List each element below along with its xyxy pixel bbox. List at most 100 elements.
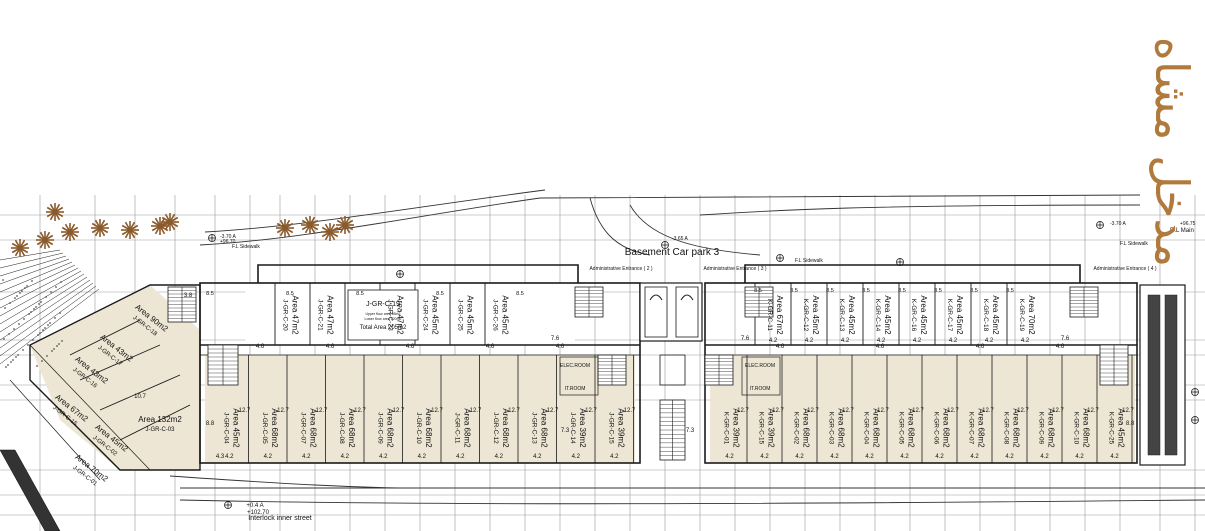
level-marker-icon [224, 501, 232, 509]
unit-area-bottom-left: Area 68m2 [347, 408, 356, 448]
shop-fill-bottom-right [710, 355, 1135, 463]
gravel-dot [56, 345, 58, 347]
dim-bottom-right: 4.2 [935, 454, 944, 460]
marker-cross [661, 241, 669, 249]
level-marker-icon [661, 241, 669, 249]
dim-depth-right: 12.7 [807, 408, 819, 414]
dim-bottom-left: 4.2 [225, 454, 234, 460]
dim-depth-left: 12.7 [354, 408, 366, 414]
dim-76: 7.6 [1061, 336, 1070, 342]
gravel-dot [39, 332, 41, 334]
unit-id-bottom-right: K-GR-C-08 [1003, 412, 1010, 445]
gravel-dot [61, 340, 63, 342]
dim-top-right-2: 8.5 [970, 288, 978, 294]
dim-depth-left: 12.7 [547, 408, 559, 414]
dim-top-right: 4.2 [1021, 338, 1030, 344]
dim-depth-right: 12.7 [1017, 408, 1029, 414]
tree-trunk [283, 226, 287, 230]
unit-area-bottom-left: Area 68m2 [424, 408, 433, 448]
admin-entrance-2: Administrative Entrance ( 2 ) [589, 266, 652, 272]
dim-corridor: 4.6 [1056, 344, 1065, 350]
level-marker-icon [1096, 221, 1104, 229]
unit-id-bottom-left: J-GR-C-11 [453, 413, 460, 444]
stair-left-bottom [207, 344, 239, 386]
pedestrian-entrance-title: مدخل مشاه [1141, 2, 1203, 302]
tree-icon [11, 239, 29, 257]
gravel-dot [49, 322, 51, 324]
structure [0, 249, 1186, 531]
hatch-line [0, 261, 73, 293]
gravel-dot [58, 343, 60, 345]
unit-area-top-left: Area 45m2 [501, 295, 510, 335]
dim-top-right: 4.2 [877, 338, 886, 344]
diagonal-edge [29, 344, 151, 471]
dim-76: 7.6 [551, 336, 560, 342]
gravel-dot [24, 287, 26, 289]
gravel-dot [30, 311, 32, 313]
dim-bottom-left: 4.2 [379, 454, 388, 460]
unit-area-top-left: Area 47m2 [326, 295, 335, 335]
unit-id-bottom-left: J-GR-C-05 [261, 412, 268, 444]
level-a: -3.70 A [220, 234, 237, 240]
gravel-dot [15, 356, 17, 358]
shop-units [30, 283, 1135, 470]
unit-id-bottom-right: K-GR-C-10 [1073, 412, 1080, 445]
dim-bottom-right: 4.2 [970, 454, 979, 460]
gravel-dot [22, 349, 24, 351]
gravel-dot [35, 306, 37, 308]
left-total-unit: J-GR-C-03 [145, 427, 175, 433]
unit-area-bottom-left: Area 68m2 [308, 408, 317, 448]
unit-area-top-left: Area 45m2 [431, 295, 440, 335]
tree-icon [91, 219, 109, 237]
hatch-line [0, 276, 88, 333]
dim-depth-left: 12.7 [470, 408, 482, 414]
unit-id-bottom-right: K-GR-C-05 [898, 412, 905, 445]
marker-cross [1191, 416, 1199, 424]
gravel-dot [45, 296, 47, 298]
unit-id-bottom-left: J-GR-C-15 [607, 412, 614, 444]
ramp-lane-2 [675, 286, 699, 338]
dim-top-right-2: 8.5 [898, 288, 906, 294]
dim-depth-right: 12.7 [1052, 408, 1064, 414]
gravel-dot [3, 338, 5, 340]
unit-id-top-left: J-GR-C-24 [422, 299, 429, 331]
tree-icon [36, 231, 54, 249]
dim-38: 3.8 [184, 293, 193, 299]
unit-area-top-right: Area 45m2 [811, 295, 820, 335]
tree-trunk [158, 224, 162, 228]
tree-trunk [18, 246, 22, 250]
elec-room-right-label: ELEC.ROOM [745, 363, 775, 369]
marker-cross [1096, 221, 1104, 229]
dim-depth-left: 12.7 [585, 408, 597, 414]
stair-mid-right [744, 286, 774, 318]
dim-73: 7.3 [686, 428, 695, 434]
unit-area-bottom-right: Area 68m2 [977, 408, 986, 448]
unit-area-bottom-right: Area 68m2 [942, 408, 951, 448]
dim-bottom-right: 4.2 [865, 454, 874, 460]
tree-trunk [128, 228, 132, 232]
hatch-line [0, 270, 82, 317]
gravel-dot [42, 329, 44, 331]
escalator-left [0, 449, 61, 531]
gravel-dot [5, 366, 7, 368]
unit-id-bottom-left: J-GR-C-08 [338, 412, 345, 444]
level-marker-icon [1191, 416, 1199, 424]
unit-area-bottom-left: Area 68m2 [501, 408, 510, 448]
admin-entrance-3: Administrative Entrance ( 3 ) [703, 266, 766, 272]
escalator-2 [1164, 294, 1178, 456]
tree-trunk [43, 238, 47, 242]
unit-id-bottom-left: J-GR-C-10 [415, 412, 422, 444]
unit-id-bottom-right: K-GR-C-07 [968, 412, 975, 445]
tree-trunk [343, 223, 347, 227]
unit-id-bottom-right: K-GR-C-03 [828, 412, 835, 445]
dim-depth-left: 12.7 [624, 408, 636, 414]
diagonal-partition [59, 299, 121, 331]
unit-area-bottom-right: Area 68m2 [1082, 408, 1091, 448]
dim-corridor: 4.6 [256, 344, 265, 350]
tree-icon [61, 223, 79, 241]
unit-area-top-right: Area 45m2 [919, 295, 928, 335]
unit-area-bottom-right: Area 68m2 [1012, 408, 1021, 448]
dim-bottom-left: 4.2 [533, 454, 542, 460]
unit-area-bottom-left: Area 68m2 [462, 408, 471, 448]
